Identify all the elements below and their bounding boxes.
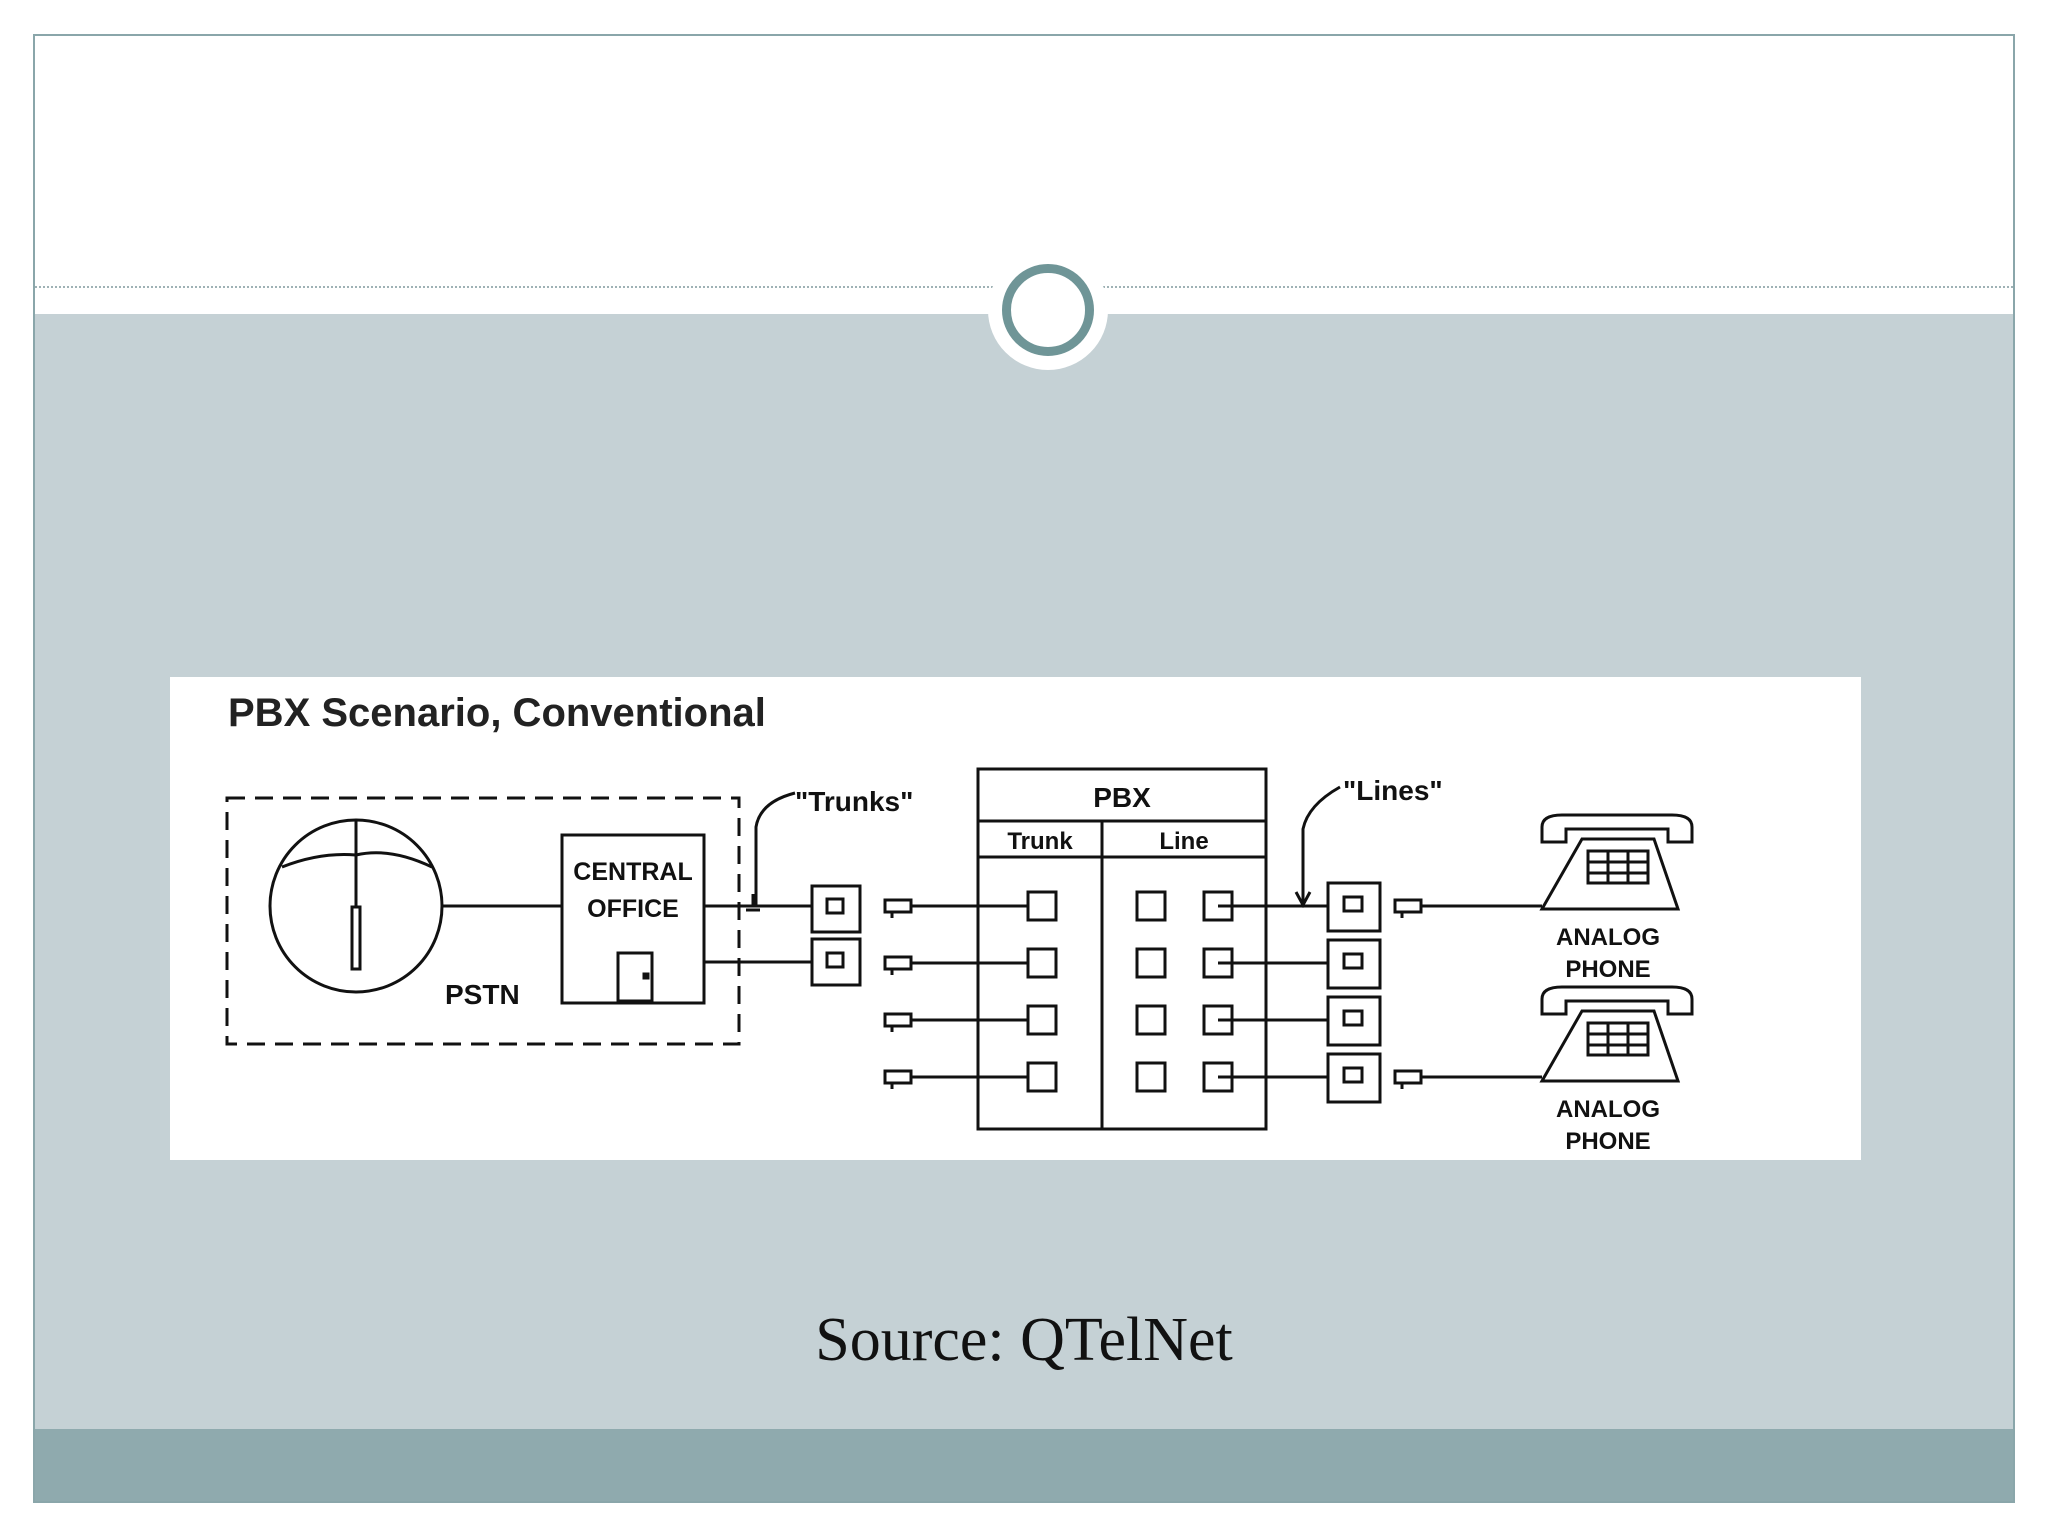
trunks-callout: "Trunks" — [795, 786, 913, 817]
pbx-diagram: PSTN CENTRAL OFFICE "Trunks" PBX Trunk L… — [225, 767, 1694, 1155]
pstn-boundary — [225, 796, 741, 1046]
pbx-line-column: Line — [1159, 828, 1208, 855]
pbx-label: PBX — [1093, 782, 1151, 813]
wall-jacks — [1326, 881, 1382, 1104]
phone1-label-2: PHONE — [1565, 956, 1650, 983]
pbx-box — [976, 767, 1268, 1131]
footer-bar — [35, 1429, 2013, 1501]
diagram-panel: PSTN CENTRAL OFFICE "Trunks" PBX Trunk L… — [170, 677, 1861, 1160]
phone1-label-1: ANALOG — [1556, 924, 1660, 951]
pstn-label: PSTN — [445, 979, 520, 1010]
jack-icon — [810, 884, 862, 934]
jack-icon — [810, 937, 862, 987]
pbx-trunk-column: Trunk — [1007, 828, 1073, 855]
trunks-arrow — [746, 894, 760, 912]
trunk-connections — [883, 898, 1046, 1089]
analog-phone-icon — [1539, 813, 1694, 911]
central-office-building-icon — [560, 833, 706, 1005]
diagram-title: PBX Scenario, Conventional — [228, 691, 766, 735]
lines-callout: "Lines" — [1343, 775, 1443, 806]
source-caption: Source: QTelNet — [815, 1306, 1233, 1374]
phone2-label-2: PHONE — [1565, 1128, 1650, 1155]
phone2-label-1: ANALOG — [1556, 1096, 1660, 1123]
decorative-ring-icon — [1002, 264, 1094, 356]
pstn-globe-icon — [268, 818, 444, 994]
analog-phone-icon — [1539, 985, 1694, 1083]
central-office-label-2: OFFICE — [587, 895, 679, 923]
central-office-label-1: CENTRAL — [573, 858, 692, 886]
